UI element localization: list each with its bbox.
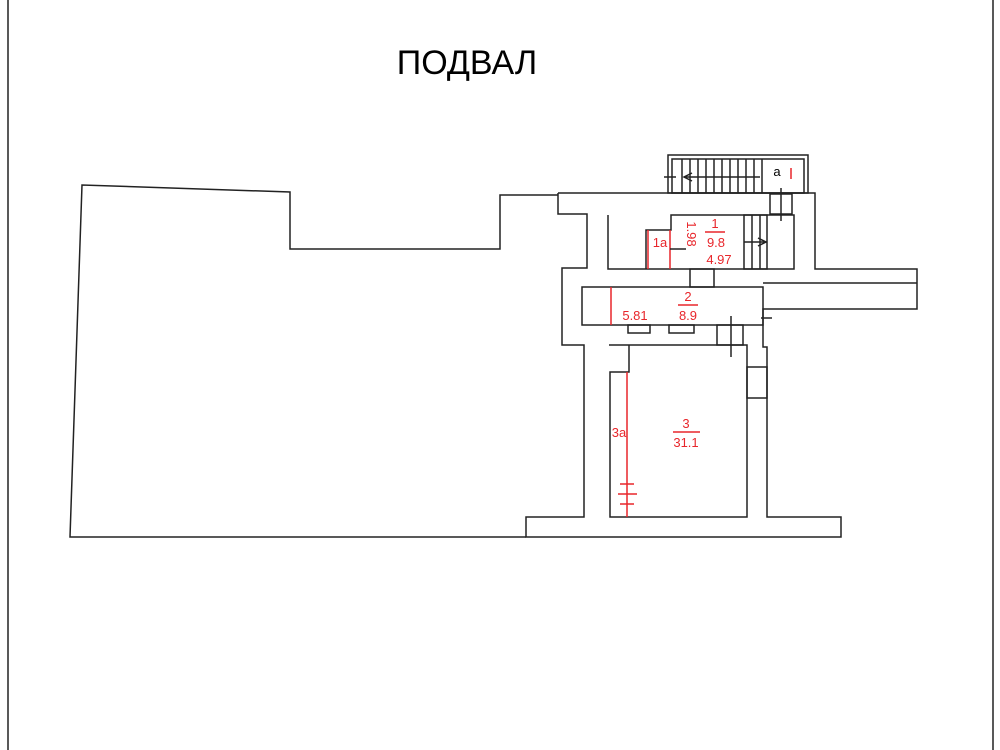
room-2-area: 8.9	[679, 308, 697, 323]
room-3a-number: 3а	[612, 425, 627, 440]
room-3-area: 31.1	[673, 435, 698, 450]
room-1-stairs	[743, 214, 768, 270]
room-1a-dimension: 1.98	[684, 221, 699, 246]
plan-title: ПОДВАЛ	[396, 44, 538, 82]
door	[689, 268, 715, 288]
adjacent-footprint	[69, 184, 558, 538]
room-1-number: 1	[711, 216, 718, 231]
room-2-dimension: 5.81	[622, 308, 647, 323]
room-1a-number: 1а	[653, 235, 668, 250]
room-2	[581, 286, 764, 326]
room-2-number: 2	[684, 289, 691, 304]
stair-label: а	[773, 164, 781, 179]
stair-treads	[664, 159, 763, 193]
room-3	[609, 344, 748, 518]
room-1-area: 9.8	[707, 235, 725, 250]
room-1	[607, 214, 795, 270]
room-1-dimension: 4.97	[706, 252, 731, 267]
room-3-number: 3	[682, 416, 689, 431]
